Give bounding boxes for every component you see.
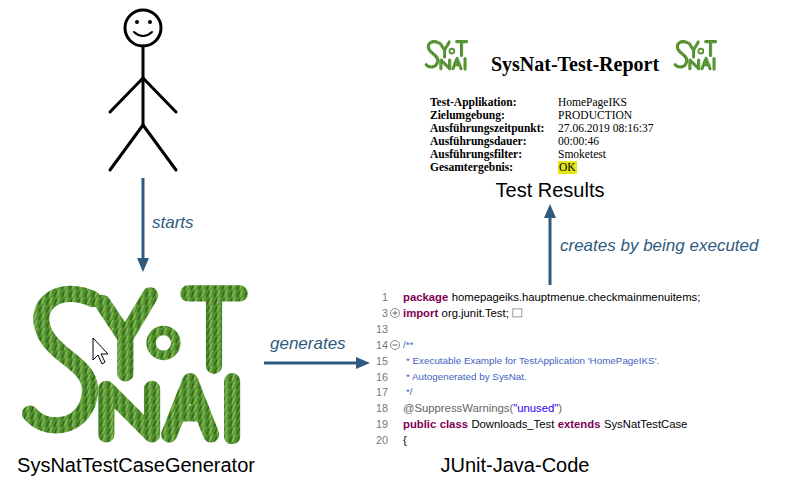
- code-comment: /**: [403, 338, 413, 352]
- mouse-cursor: [93, 338, 108, 364]
- line-number: 16: [376, 370, 388, 384]
- code-string: "unused": [513, 401, 558, 415]
- line-number: 19: [376, 417, 388, 431]
- fold-expand-icon: [391, 309, 400, 318]
- sysnat-logo: [30, 293, 240, 436]
- field-label: Gesamtergebnis:: [430, 161, 513, 174]
- code-caption: JUnit-Java-Code: [441, 453, 590, 477]
- field-label: Ausführungsfilter:: [430, 148, 522, 161]
- code-text: homepageiks.hauptmenue.checkmainmenuitem…: [452, 290, 701, 304]
- edge-label: generates: [270, 334, 346, 354]
- generator-logo: SysNatTestCaseGenerator: [8, 272, 264, 482]
- line-number: 14: [376, 338, 388, 352]
- code-comment: * Autogenerated by SysNat.: [406, 370, 527, 384]
- test-report: SysNat-Test-ReportTest-Applikation: HomeP…: [418, 30, 723, 204]
- field-label: Zielumgebung:: [430, 109, 505, 122]
- flow-arrow: [142, 178, 145, 262]
- report-caption: Test Results: [496, 178, 605, 202]
- code-comment: * Executable Example for TestApplication…: [406, 354, 659, 368]
- edge-label: creates by being executed: [560, 236, 758, 256]
- field-value: HomePageIKS: [558, 96, 627, 109]
- stick-figure: [100, 6, 186, 178]
- line-number: 15: [376, 354, 388, 368]
- code-listing: 1 package homepageiks.hauptmenue.checkmain…: [370, 285, 706, 480]
- line-number: 3: [382, 306, 388, 320]
- code-keyword: class: [440, 417, 468, 431]
- line-number: 13: [376, 322, 388, 336]
- code-text: {: [403, 433, 407, 447]
- field-label: Test-Applikation:: [430, 96, 517, 109]
- code-text: Downloads_Test: [471, 417, 554, 431]
- field-value: OK: [558, 161, 577, 174]
- field-value: 00:00:46: [558, 135, 599, 148]
- flow-arrow: [264, 362, 360, 365]
- field-value: 27.06.2019 08:16:37: [558, 122, 654, 135]
- code-text: SysNatTestCase: [604, 417, 688, 431]
- line-number: 17: [376, 385, 388, 399]
- code-keyword: package: [403, 290, 448, 304]
- field-value: Smoketest: [558, 148, 606, 161]
- code-text: org.junit.Test;: [442, 306, 509, 320]
- generator-caption: SysNatTestCaseGenerator: [17, 453, 255, 477]
- line-number: 1: [382, 290, 388, 304]
- code-keyword: extends: [558, 417, 601, 431]
- field-value: PRODUCTION: [558, 109, 632, 122]
- stick-figure-drawing: [100, 6, 186, 178]
- flow-arrow: [549, 214, 552, 285]
- field-label: Ausführungszeitpunkt:: [430, 122, 544, 135]
- line-number: 18: [376, 401, 388, 415]
- line-number: 20: [376, 433, 388, 447]
- edge-label: starts: [152, 213, 194, 233]
- fold-collapse-icon: [391, 341, 400, 350]
- field-label: Ausführungsdauer:: [430, 135, 527, 148]
- folded-code-box: [513, 309, 522, 317]
- code-keyword: import: [403, 306, 438, 320]
- code-annotation: @SuppressWarnings(: [403, 401, 513, 415]
- report-title: SysNat-Test-Report: [491, 52, 659, 76]
- sysnat-logo-small: [426, 42, 466, 70]
- code-comment: */: [406, 385, 413, 399]
- code-annotation: ): [558, 401, 562, 415]
- sysnat-logo-small: [675, 42, 715, 70]
- code-keyword: public: [403, 417, 436, 431]
